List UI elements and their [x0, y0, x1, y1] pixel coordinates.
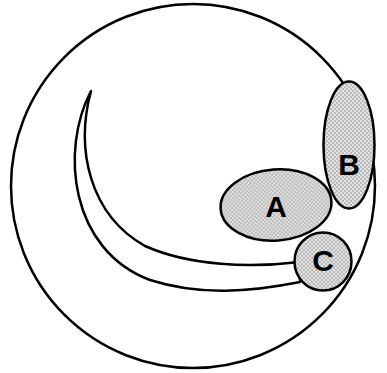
region-letter: C [312, 246, 334, 276]
ellipse-shape [324, 82, 375, 209]
shaded-ellipse: C [293, 231, 353, 292]
shaded-ellipse: B [322, 80, 376, 210]
region-letter: A [265, 192, 287, 222]
ellipse-outline [322, 80, 376, 210]
shaded-ellipse: A [219, 168, 333, 242]
outer-circle [11, 4, 375, 368]
region-letter: B [338, 150, 360, 180]
ellipse-shape [295, 232, 352, 290]
